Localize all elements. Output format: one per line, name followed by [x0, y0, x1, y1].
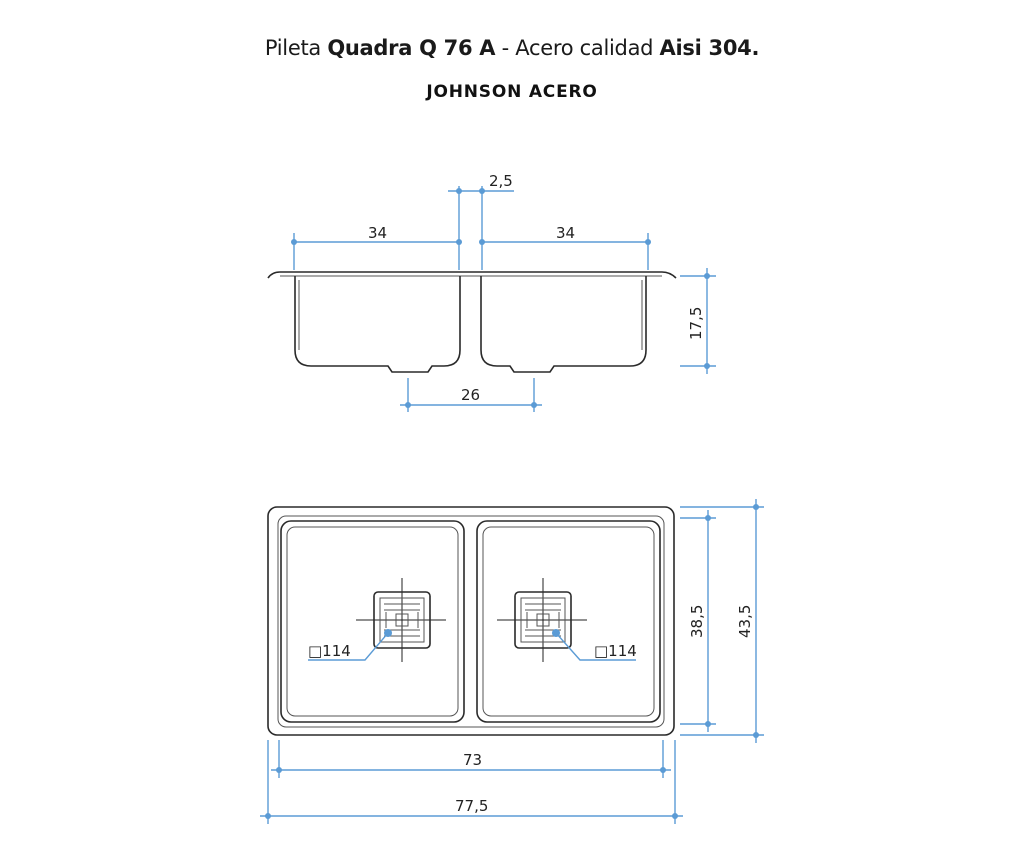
drain-right — [497, 578, 636, 662]
drain-left — [308, 578, 446, 662]
dim-depth-label: 17,5 — [687, 307, 705, 340]
dim-inner-height-label: 38,5 — [688, 605, 706, 638]
side-rim — [267, 271, 677, 279]
dim-bowl-left-label: 34 — [368, 224, 387, 242]
dim-drain-spacing-label: 26 — [461, 386, 480, 404]
brand-name: JOHNSON ACERO — [426, 82, 598, 102]
page-title: Pileta Quadra Q 76 A - Acero calidad Ais… — [264, 36, 760, 60]
drain-right-label: □114 — [594, 642, 637, 660]
dim-outer-height-label: 43,5 — [736, 605, 754, 638]
side-view: 2,5 34 34 17,5 26 — [267, 172, 716, 412]
top-bowl-left — [280, 520, 465, 723]
model-name: Quadra Q 76 A — [327, 36, 496, 60]
material-name: Aisi 304. — [659, 36, 760, 60]
dim-outer-width-label: 77,5 — [455, 797, 488, 815]
top-view: □114 □114 38,5 43,5 — [260, 499, 764, 824]
drain-left-label: □114 — [308, 642, 351, 660]
side-bowl-left — [294, 276, 461, 373]
top-bowl-right — [476, 520, 661, 723]
top-outer-rim — [267, 506, 675, 736]
dim-gap-label: 2,5 — [489, 172, 513, 190]
side-bowl-right — [480, 276, 647, 373]
dim-inner-width-label: 73 — [463, 751, 482, 769]
dim-bowl-right-label: 34 — [556, 224, 575, 242]
